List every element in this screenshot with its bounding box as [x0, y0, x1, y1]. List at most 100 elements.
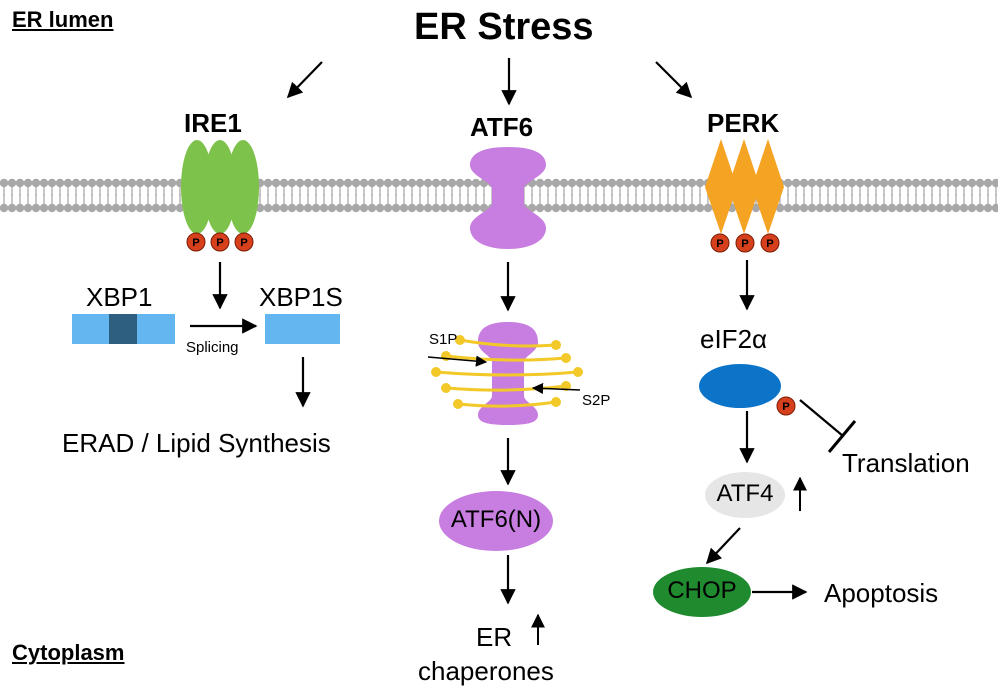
chaperones-line1-label: ER: [476, 622, 513, 652]
lipid-head: [319, 178, 329, 188]
lipid-head: [407, 178, 417, 188]
lipid-head: [919, 203, 929, 213]
atf6n-protein: [439, 491, 553, 551]
lipid-head: [695, 178, 705, 188]
lipid-head: [879, 203, 889, 213]
lipid-head: [975, 178, 985, 188]
atf6-label: ATF6: [470, 112, 534, 142]
lipid-head: [463, 178, 473, 188]
lipid-head: [959, 178, 969, 188]
lipid-head: [575, 178, 585, 188]
lipid-head: [831, 203, 841, 213]
lipid-head: [119, 203, 129, 213]
lipid-head: [647, 178, 657, 188]
protease-chain: [445, 354, 567, 362]
phosphate-label: P: [782, 401, 790, 413]
lipid-head: [415, 203, 425, 213]
lipid-head: [823, 203, 833, 213]
lipid-head: [967, 178, 977, 188]
lipid-head: [391, 178, 401, 188]
s1p-arrow: [427, 355, 488, 367]
xbp1-label: XBP1: [86, 282, 153, 312]
xbp1s-label: XBP1S: [259, 282, 343, 312]
lipid-head: [911, 203, 921, 213]
phosphate-icon: [210, 232, 230, 252]
lipid-head: [143, 203, 153, 213]
lipid-head: [279, 203, 289, 213]
lipid-head: [895, 178, 905, 188]
lipid-head: [615, 178, 625, 188]
lipid-head: [55, 203, 65, 213]
lipid-head: [943, 203, 953, 213]
protease-ball: [431, 367, 441, 377]
lipid-head: [687, 178, 697, 188]
lipid-head: [39, 178, 49, 188]
lipid-head: [23, 178, 33, 188]
lipid-head: [703, 203, 713, 213]
lipid-head: [343, 178, 353, 188]
ire1-protein: [181, 140, 259, 234]
lipid-head: [591, 203, 601, 213]
lipid-head: [87, 178, 97, 188]
lipid-head: [583, 178, 593, 188]
lipid-head: [967, 203, 977, 213]
lipid-head: [87, 203, 97, 213]
lipid-head: [359, 203, 369, 213]
lipid-head: [431, 178, 441, 188]
lipid-head: [799, 178, 809, 188]
chop-protein: [653, 567, 751, 617]
lipid-head: [383, 203, 393, 213]
lipid-head: [303, 178, 313, 188]
lipid-head: [0, 178, 9, 188]
lipid-head: [623, 178, 633, 188]
lipid-head: [175, 203, 185, 213]
lipid-head: [311, 178, 321, 188]
lipid-head: [679, 203, 689, 213]
lipid-head: [975, 203, 985, 213]
protease-ball: [455, 335, 465, 345]
lipid-head: [863, 203, 873, 213]
lipid-head: [7, 203, 17, 213]
lipid-head: [335, 178, 345, 188]
lipid-head: [111, 178, 121, 188]
lipid-head: [783, 203, 793, 213]
lipid-head: [95, 178, 105, 188]
lipid-head: [327, 178, 337, 188]
lipid-head: [55, 178, 65, 188]
lipid-head: [607, 178, 617, 188]
phosphate-label: P: [716, 238, 724, 250]
lipid-head: [79, 203, 89, 213]
atf6-protein: [470, 147, 546, 249]
lipid-head: [695, 203, 705, 213]
lipid-head: [855, 178, 865, 188]
phosphate-label: P: [240, 237, 248, 249]
lipid-head: [119, 178, 129, 188]
lipid-head: [567, 178, 577, 188]
perk-label: PERK: [707, 108, 780, 138]
lipid-head: [807, 203, 817, 213]
lipid-head: [855, 203, 865, 213]
lipid-head: [415, 178, 425, 188]
lipid-head: [95, 203, 105, 213]
lipid-head: [991, 203, 998, 213]
lipid-head: [575, 203, 585, 213]
lipid-head: [799, 203, 809, 213]
lipid-head: [887, 203, 897, 213]
lipid-head: [135, 178, 145, 188]
atf4-protein: [705, 472, 785, 518]
lipid-head: [255, 203, 265, 213]
lipid-head: [399, 178, 409, 188]
lipid-head: [391, 203, 401, 213]
lipid-head: [679, 178, 689, 188]
translation-label: Translation: [842, 448, 970, 478]
lipid-head: [151, 203, 161, 213]
lipid-head: [327, 203, 337, 213]
lipid-head: [863, 178, 873, 188]
lipid-head: [839, 203, 849, 213]
lipid-head: [935, 203, 945, 213]
cytoplasm-label: Cytoplasm: [12, 640, 125, 665]
lipid-head: [439, 203, 449, 213]
lipid-head: [559, 203, 569, 213]
